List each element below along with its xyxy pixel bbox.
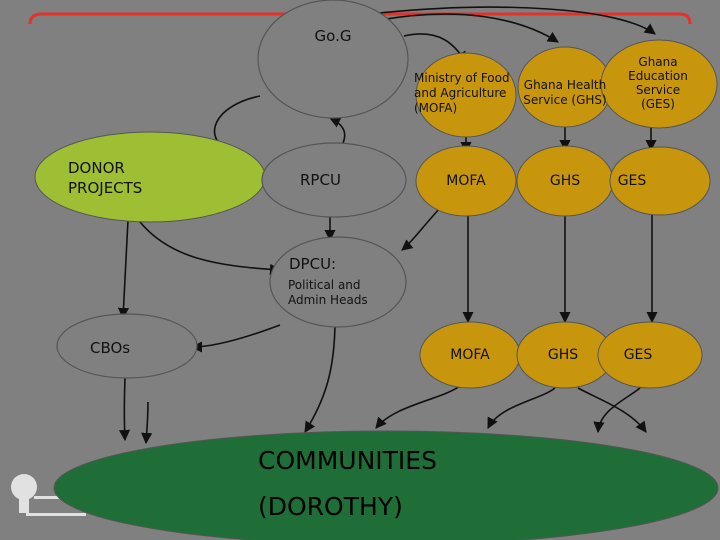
communities-node: [53, 430, 719, 540]
donor-projects-line-1: DONOR: [68, 159, 125, 177]
arrow-regional-mofa-to-dpcu: [401, 207, 441, 251]
communities-text: COMMUNITIES: [258, 446, 437, 475]
dpcu-label: DPCU:: [289, 254, 336, 274]
arrow-district-ghs-to-ges-side: [577, 387, 647, 433]
ges-service-line-4: (GES): [641, 97, 675, 111]
ghs-district-label: GHS: [518, 347, 608, 364]
dpcu-node: [269, 236, 407, 328]
ges-service-line-1: Ghana: [638, 55, 678, 69]
ges-regional-text: GES: [617, 173, 647, 189]
arrow-left-to-communities: [141, 401, 153, 445]
ges-service-line-3: Service: [635, 83, 681, 97]
ges-district-text: GES: [623, 347, 653, 363]
ghs-service-line-2: Service (GHS): [523, 93, 607, 107]
dpcu-title: DPCU:: [289, 255, 337, 273]
mofa-regional-text: MOFA: [446, 173, 486, 189]
mofa-ministry-line-2: and Agriculture: [414, 86, 507, 100]
mofa-ministry-line-1: Ministry of Food: [414, 71, 510, 85]
ghs-service-label: Ghana Health Service (GHS): [518, 78, 612, 108]
ghs-service-line-1: Ghana Health: [523, 78, 607, 92]
donor-projects-label: DONOR PROJECTS: [68, 158, 142, 198]
arrow-dpcu-to-communities: [304, 319, 336, 433]
cbos-text: CBOs: [90, 339, 131, 357]
arrow-donor-to-dpcu: [139, 221, 282, 275]
arrow-donor-to-cbos: [117, 219, 130, 320]
arrow-dpcu-to-cbos: [190, 324, 281, 353]
mofa-ministry-node: [415, 52, 517, 138]
ges-district-label: GES: [592, 347, 684, 364]
ges-district-node: [597, 321, 703, 389]
mofa-regional-node: [415, 145, 517, 217]
dpcu-sub-line-2: Admin Heads: [288, 293, 368, 307]
mofa-ministry-line-3: (MOFA): [414, 101, 458, 115]
ges-service-label: Ghana Education Service (GES): [610, 55, 706, 111]
mofa-district-text: MOFA: [450, 347, 490, 363]
arrow-district-ghs-to-communities: [487, 387, 556, 429]
gog-node: [257, 0, 409, 119]
donor-projects-line-2: PROJECTS: [68, 179, 143, 197]
arrow-cbos-to-communities: [118, 377, 131, 442]
communities-sub-text: (DOROTHY): [258, 492, 403, 521]
communities-sub-label: (DOROTHY): [258, 492, 403, 522]
ghs-district-text: GHS: [547, 347, 579, 363]
ghs-regional-label: GHS: [520, 173, 610, 190]
ges-service-node: [600, 39, 718, 129]
ges-regional-label: GES: [586, 173, 678, 190]
mofa-ministry-label: Ministry of Food and Agriculture (MOFA): [414, 71, 510, 116]
gog-label: Go.G: [283, 26, 383, 46]
arrow-gog-ghs: [379, 13, 559, 43]
cbos-label: CBOs: [90, 338, 130, 358]
arrow-district-ges-to-communities: [593, 387, 641, 434]
ghs-regional-text: GHS: [549, 173, 581, 189]
rpcu-label: RPCU: [300, 170, 341, 190]
mofa-district-label: MOFA: [424, 347, 516, 364]
ges-service-line-2: Education: [628, 69, 688, 83]
communities-label: COMMUNITIES: [258, 446, 437, 476]
ges-regional-node: [609, 146, 711, 216]
rpcu-node: [261, 142, 407, 218]
cbos-node: [56, 313, 198, 379]
arrow-district-mofa-to-communities: [375, 385, 461, 429]
dpcu-sub-label: Political and Admin Heads: [288, 278, 368, 308]
rpcu-text: RPCU: [300, 171, 341, 189]
gog-text: Go.G: [314, 27, 352, 45]
mofa-regional-label: MOFA: [420, 173, 512, 190]
arrow-gog-ges: [369, 6, 656, 35]
org-logo: [11, 474, 86, 516]
dpcu-sub-line-1: Political and: [288, 278, 361, 292]
